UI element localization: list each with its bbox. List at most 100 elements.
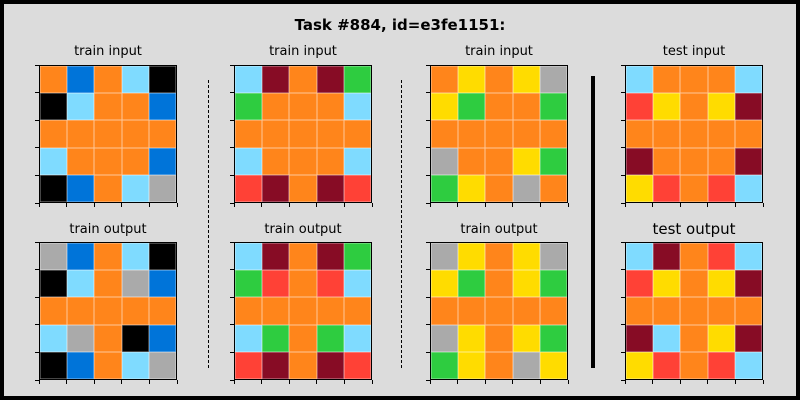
grid-cell (148, 324, 176, 352)
axis-tick (426, 379, 430, 381)
axis-tick (233, 380, 235, 384)
grid-cell (148, 147, 176, 175)
grid-cell (734, 66, 762, 94)
grid-cell (67, 93, 95, 121)
grid-cell (539, 147, 567, 175)
axis-tick (93, 203, 95, 207)
grid-cell (67, 66, 95, 94)
axis-tick (233, 203, 235, 207)
grid-cell (343, 66, 371, 94)
grid-cell (458, 243, 486, 271)
grid-cell (539, 66, 567, 94)
grid-cell (94, 351, 122, 379)
grid-cell (235, 243, 263, 271)
grid-cell (121, 324, 149, 352)
grid-cell (67, 120, 95, 148)
grid-cell (734, 297, 762, 325)
axis-tick (121, 380, 123, 384)
grid-cell (289, 120, 317, 148)
grid-cell (626, 174, 654, 202)
axis-tick (426, 64, 430, 66)
grid-cell (94, 174, 122, 202)
axis-tick (343, 380, 345, 384)
grid-cell (626, 243, 654, 271)
grid-cell (680, 174, 708, 202)
axis-tick (484, 203, 486, 207)
grid-cell (485, 324, 513, 352)
grid-cell (680, 351, 708, 379)
grid-panel (430, 65, 568, 203)
axis-tick (512, 203, 514, 207)
grid-cell (539, 93, 567, 121)
grid-cell (262, 93, 290, 121)
axis-tick (426, 147, 430, 149)
grid-cell (707, 270, 735, 298)
grid-cell (485, 66, 513, 94)
grid-cell (316, 93, 344, 121)
grid-cell (431, 297, 459, 325)
grid-cell (431, 93, 459, 121)
grid-cell (431, 324, 459, 352)
axis-tick (230, 92, 234, 94)
axis-tick (621, 241, 625, 243)
grid-cell (458, 66, 486, 94)
grid-cell (512, 174, 540, 202)
grid-cell (121, 147, 149, 175)
grid-cell (653, 174, 681, 202)
grid-cell (235, 174, 263, 202)
grid-cell (121, 351, 149, 379)
grid-cell (734, 270, 762, 298)
grid-cell (343, 270, 371, 298)
grid-cell (343, 297, 371, 325)
grid-cell (512, 351, 540, 379)
grid-cell (316, 324, 344, 352)
grid-cell (94, 243, 122, 271)
grid-cell (653, 297, 681, 325)
axis-tick (512, 380, 514, 384)
axis-tick (230, 147, 234, 149)
grid-cell (512, 93, 540, 121)
grid-cell (289, 147, 317, 175)
axis-tick (539, 203, 541, 207)
axis-tick (426, 269, 430, 271)
grid-cell (539, 120, 567, 148)
grid-cell (67, 270, 95, 298)
axis-tick (621, 174, 625, 176)
grid-cell (485, 147, 513, 175)
grid-panel (234, 242, 372, 380)
axis-tick (567, 203, 569, 207)
grid-cell (289, 243, 317, 271)
axis-tick (35, 64, 39, 66)
axis-tick (426, 174, 430, 176)
panel-title: train output (264, 222, 342, 237)
grid-cell (262, 324, 290, 352)
grid-panel (234, 65, 372, 203)
grid-cell (148, 120, 176, 148)
axis-tick (316, 380, 318, 384)
grid-cell (94, 147, 122, 175)
grid-cell (148, 243, 176, 271)
axis-tick (734, 203, 736, 207)
grid-cell (734, 120, 762, 148)
axis-tick (230, 379, 234, 381)
axis-tick (621, 324, 625, 326)
axis-tick (621, 119, 625, 121)
grid-cell (316, 243, 344, 271)
axis-tick (230, 324, 234, 326)
grid-cell (121, 270, 149, 298)
grid-cell (653, 93, 681, 121)
grid-panel (39, 242, 177, 380)
grid-cell (289, 174, 317, 202)
axis-tick (66, 380, 68, 384)
grid-cell (734, 174, 762, 202)
grid-cell (680, 93, 708, 121)
axis-tick (679, 203, 681, 207)
axis-tick (35, 147, 39, 149)
grid-cell (653, 270, 681, 298)
axis-tick (38, 203, 40, 207)
grid-cell (343, 243, 371, 271)
grid-cell (289, 297, 317, 325)
axis-tick (66, 203, 68, 207)
grid-cell (680, 243, 708, 271)
axis-tick (230, 296, 234, 298)
